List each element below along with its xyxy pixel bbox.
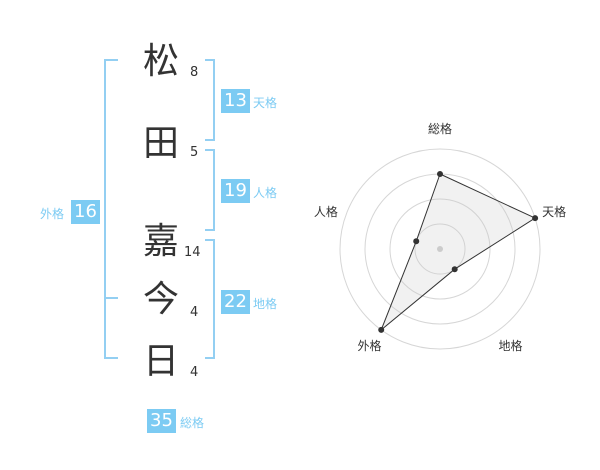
radar-grid-ring-1 [414, 223, 466, 275]
name-char-2: 田 [142, 123, 179, 164]
radar-point-0 [437, 171, 443, 177]
stroke-count-2: 5 [190, 145, 199, 160]
radar-axis-label-0: 総格 [428, 122, 453, 136]
jinkaku-value-badge: 19 [221, 179, 250, 203]
chikaku-value-badge: 22 [221, 290, 250, 314]
radar-point-3 [378, 326, 385, 333]
radar-axis-label-2: 地格 [498, 339, 523, 354]
stroke-count-4: 4 [190, 305, 199, 320]
radar-series-polygon [380, 173, 537, 331]
gaikaku-label: 外格 [40, 207, 65, 221]
jinkaku-label: 人格 [253, 186, 278, 200]
radar-point-4 [413, 238, 420, 245]
radar-grid-ring-4 [339, 148, 541, 350]
stroke-count-5: 4 [190, 365, 199, 380]
soukaku-value-badge: 35 [147, 409, 176, 433]
name-char-4: 今 [142, 279, 179, 320]
radar-point-1 [532, 215, 539, 222]
stroke-count-1: 8 [190, 65, 199, 80]
tenkaku-bracket [205, 59, 215, 141]
radar-axis-label-1: 天格 [542, 204, 567, 219]
tenkaku-value-badge: 13 [221, 89, 250, 113]
name-char-3: 嘉 [142, 221, 179, 262]
radar-point-2 [451, 266, 458, 273]
name-char-1: 松 [142, 41, 179, 82]
tenkaku-label: 天格 [253, 96, 278, 110]
gaikaku-value-badge: 16 [71, 200, 100, 224]
gaikaku-bracket [104, 59, 118, 359]
jinkaku-bracket [205, 149, 215, 231]
chikaku-bracket [205, 239, 215, 359]
radar-axis-label-3: 外格 [357, 339, 382, 354]
stroke-count-3: 14 [184, 245, 201, 260]
chikaku-label: 地格 [253, 297, 278, 311]
soukaku-label: 総格 [180, 416, 205, 430]
radar-axis-label-4: 人格 [313, 204, 338, 219]
radar-grid-ring-2 [389, 198, 491, 300]
radar-center-dot [437, 246, 443, 252]
name-char-5: 日 [142, 341, 179, 382]
